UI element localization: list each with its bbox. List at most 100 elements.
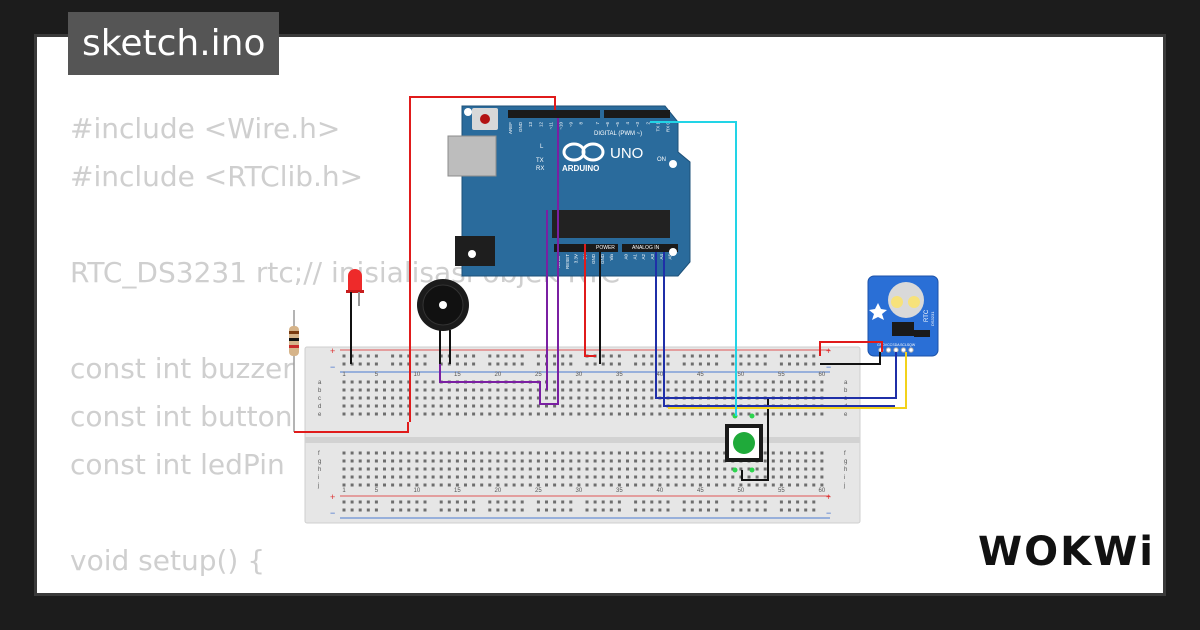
rtc-pin[interactable] bbox=[885, 347, 892, 353]
breadboard-hole[interactable] bbox=[796, 475, 800, 479]
rail-hole[interactable] bbox=[415, 362, 419, 366]
breadboard-hole[interactable] bbox=[609, 451, 613, 455]
breadboard-hole[interactable] bbox=[504, 467, 508, 471]
rail-hole[interactable] bbox=[642, 508, 646, 512]
rail-hole[interactable] bbox=[464, 500, 467, 504]
breadboard-hole[interactable] bbox=[577, 388, 581, 392]
rail-hole[interactable] bbox=[593, 500, 597, 504]
breadboard-hole[interactable] bbox=[488, 404, 492, 408]
breadboard-hole[interactable] bbox=[480, 451, 484, 455]
breadboard-hole[interactable] bbox=[698, 483, 702, 487]
breadboard-hole[interactable] bbox=[609, 412, 613, 416]
rail-hole[interactable] bbox=[342, 500, 346, 504]
breadboard-hole[interactable] bbox=[439, 412, 443, 416]
breadboard-hole[interactable] bbox=[472, 483, 476, 487]
breadboard-hole[interactable] bbox=[804, 483, 808, 487]
file-tab[interactable]: sketch.ino bbox=[68, 12, 280, 75]
breadboard-hole[interactable] bbox=[431, 467, 435, 471]
breadboard-hole[interactable] bbox=[585, 483, 589, 487]
breadboard-hole[interactable] bbox=[407, 451, 411, 455]
breadboard-hole[interactable] bbox=[366, 483, 370, 487]
breadboard-hole[interactable] bbox=[407, 459, 411, 463]
rail-hole[interactable] bbox=[391, 508, 395, 512]
breadboard-hole[interactable] bbox=[585, 412, 589, 416]
breadboard-hole[interactable] bbox=[561, 475, 565, 479]
breadboard-hole[interactable] bbox=[658, 483, 662, 487]
breadboard-hole[interactable] bbox=[342, 388, 346, 392]
rail-hole[interactable] bbox=[593, 362, 597, 366]
breadboard-hole[interactable] bbox=[617, 459, 621, 463]
breadboard-hole[interactable] bbox=[391, 475, 395, 479]
breadboard-hole[interactable] bbox=[488, 412, 492, 416]
rtc-pin[interactable] bbox=[893, 347, 899, 353]
breadboard-hole[interactable] bbox=[601, 388, 605, 392]
breadboard-hole[interactable] bbox=[439, 467, 443, 471]
breadboard-hole[interactable] bbox=[593, 475, 597, 479]
rail-hole[interactable] bbox=[415, 354, 419, 358]
breadboard-hole[interactable] bbox=[755, 467, 759, 471]
breadboard-hole[interactable] bbox=[520, 388, 524, 392]
rail-hole[interactable] bbox=[755, 508, 759, 512]
breadboard-hole[interactable] bbox=[407, 467, 411, 471]
breadboard-hole[interactable] bbox=[504, 483, 508, 487]
rail-hole[interactable] bbox=[561, 362, 565, 366]
breadboard-hole[interactable] bbox=[553, 475, 557, 479]
breadboard-hole[interactable] bbox=[504, 412, 508, 416]
breadboard-hole[interactable] bbox=[439, 388, 443, 392]
breadboard-hole[interactable] bbox=[763, 459, 767, 463]
rail-hole[interactable] bbox=[439, 362, 443, 366]
rail-hole[interactable] bbox=[731, 500, 735, 504]
breadboard-hole[interactable] bbox=[520, 396, 524, 400]
breadboard-hole[interactable] bbox=[374, 412, 378, 416]
breadboard-hole[interactable] bbox=[358, 388, 362, 392]
breadboard-hole[interactable] bbox=[488, 467, 492, 471]
rail-hole[interactable] bbox=[415, 500, 419, 504]
breadboard-hole[interactable] bbox=[350, 451, 354, 455]
breadboard-hole[interactable] bbox=[731, 380, 735, 384]
breadboard-hole[interactable] bbox=[496, 483, 500, 487]
rail-hole[interactable] bbox=[423, 354, 427, 358]
breadboard-hole[interactable] bbox=[496, 396, 500, 400]
breadboard-hole[interactable] bbox=[464, 467, 467, 471]
breadboard-hole[interactable] bbox=[779, 388, 783, 392]
rail-hole[interactable] bbox=[650, 508, 654, 512]
breadboard-hole[interactable] bbox=[415, 396, 419, 400]
rtc-pin[interactable] bbox=[900, 347, 907, 353]
breadboard-hole[interactable] bbox=[796, 459, 800, 463]
breadboard-hole[interactable] bbox=[407, 483, 411, 487]
breadboard-hole[interactable] bbox=[755, 412, 759, 416]
rail-hole[interactable] bbox=[609, 354, 613, 358]
rail-hole[interactable] bbox=[423, 362, 427, 366]
rail-hole[interactable] bbox=[423, 508, 427, 512]
rail-hole[interactable] bbox=[715, 354, 719, 358]
breadboard-hole[interactable] bbox=[383, 451, 386, 455]
breadboard-hole[interactable] bbox=[593, 380, 597, 384]
red-led[interactable] bbox=[346, 269, 364, 364]
rail-hole[interactable] bbox=[504, 354, 508, 358]
rail-hole[interactable] bbox=[609, 500, 613, 504]
breadboard-hole[interactable] bbox=[528, 396, 532, 400]
breadboard-hole[interactable] bbox=[480, 388, 484, 392]
breadboard-hole[interactable] bbox=[601, 412, 605, 416]
rail-hole[interactable] bbox=[658, 500, 662, 504]
breadboard-hole[interactable] bbox=[561, 388, 565, 392]
breadboard-hole[interactable] bbox=[464, 396, 467, 400]
breadboard-hole[interactable] bbox=[731, 388, 735, 392]
breadboard-hole[interactable] bbox=[788, 388, 791, 392]
breadboard-hole[interactable] bbox=[609, 380, 613, 384]
rail-hole[interactable] bbox=[374, 500, 378, 504]
breadboard-hole[interactable] bbox=[350, 475, 354, 479]
breadboard-hole[interactable] bbox=[439, 404, 443, 408]
breadboard-hole[interactable] bbox=[658, 475, 662, 479]
breadboard-hole[interactable] bbox=[512, 451, 516, 455]
breadboard-hole[interactable] bbox=[561, 483, 565, 487]
breadboard-hole[interactable] bbox=[755, 388, 759, 392]
breadboard-hole[interactable] bbox=[366, 412, 370, 416]
breadboard-hole[interactable] bbox=[658, 459, 662, 463]
breadboard-hole[interactable] bbox=[690, 388, 694, 392]
breadboard-hole[interactable] bbox=[804, 388, 808, 392]
breadboard-hole[interactable] bbox=[455, 396, 459, 400]
breadboard-hole[interactable] bbox=[577, 404, 581, 408]
breadboard-hole[interactable] bbox=[415, 483, 419, 487]
breadboard-hole[interactable] bbox=[634, 388, 638, 392]
